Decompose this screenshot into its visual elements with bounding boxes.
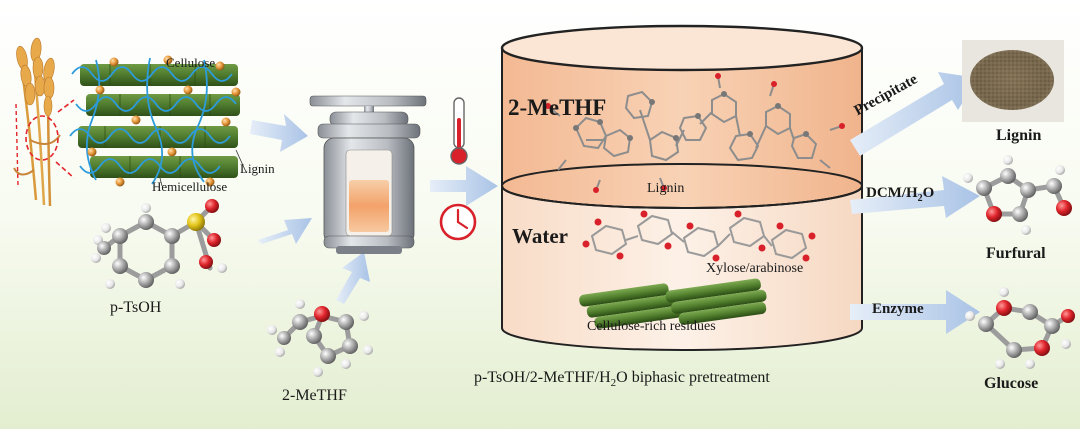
product-lignin-label: Lignin (996, 127, 1042, 144)
2-methf-molecule-icon (267, 299, 373, 377)
output-route-arrows (850, 72, 980, 334)
product-furfural-label: Furfural (986, 245, 1046, 262)
arrow-reactor-to-separation (430, 166, 498, 206)
reactor-vessel-icon (309, 95, 427, 254)
lignocellulose-structure (69, 55, 247, 187)
residue-label: Cellulose-rich residues (587, 319, 716, 334)
arrow-feedstock-to-reactor (250, 114, 308, 152)
furfural-molecule-icon (963, 155, 1072, 235)
lignin-powder-photo (962, 40, 1064, 122)
organic-phase-label: 2-MeTHF (508, 95, 607, 120)
glucose-molecule-icon (965, 287, 1075, 369)
arrow-solvent-to-reactor (336, 252, 370, 304)
xylose-arabinose-molecules-icon (590, 214, 808, 260)
lignin-structure-label: Lignin (240, 161, 275, 176)
sugar-oxygen-atoms (582, 210, 816, 262)
pretreatment-caption: p-TsOH/2-MeTHF/H2O biphasic pretreatment (474, 369, 770, 390)
solvent-label: 2-MeTHF (282, 387, 347, 404)
aqueous-phase-label: Water (512, 224, 568, 248)
dcm-route-label: DCM/H2O (866, 185, 935, 204)
cellulose-label: Cellulose (166, 55, 216, 70)
lignin-network-atoms (545, 73, 845, 193)
arrow-precipitate (850, 72, 978, 156)
arrow-dcm-h2o (850, 176, 980, 218)
arrow-catalyst-to-reactor (258, 218, 312, 244)
lignin-units (87, 55, 241, 187)
thermometer-icon (450, 97, 468, 165)
hemicellulose-chains (69, 57, 237, 185)
wheat-straw-icon (13, 37, 75, 207)
clock-icon (439, 203, 477, 241)
cellulose-rich-residue-icon (579, 278, 767, 329)
p-tsoh-molecule-icon (91, 199, 227, 289)
product-glucose-label: Glucose (984, 375, 1039, 392)
input-arrows (250, 114, 498, 304)
enzyme-route-label: Enzyme (872, 301, 924, 317)
arrow-enzyme (850, 290, 980, 334)
lignin-phase-label: Lignin (647, 181, 685, 196)
catalyst-label: p-TsOH (110, 299, 162, 316)
sugars-label: Xylose/arabinose (706, 261, 804, 276)
hemicellulose-label: Hemicellulose (152, 179, 228, 194)
